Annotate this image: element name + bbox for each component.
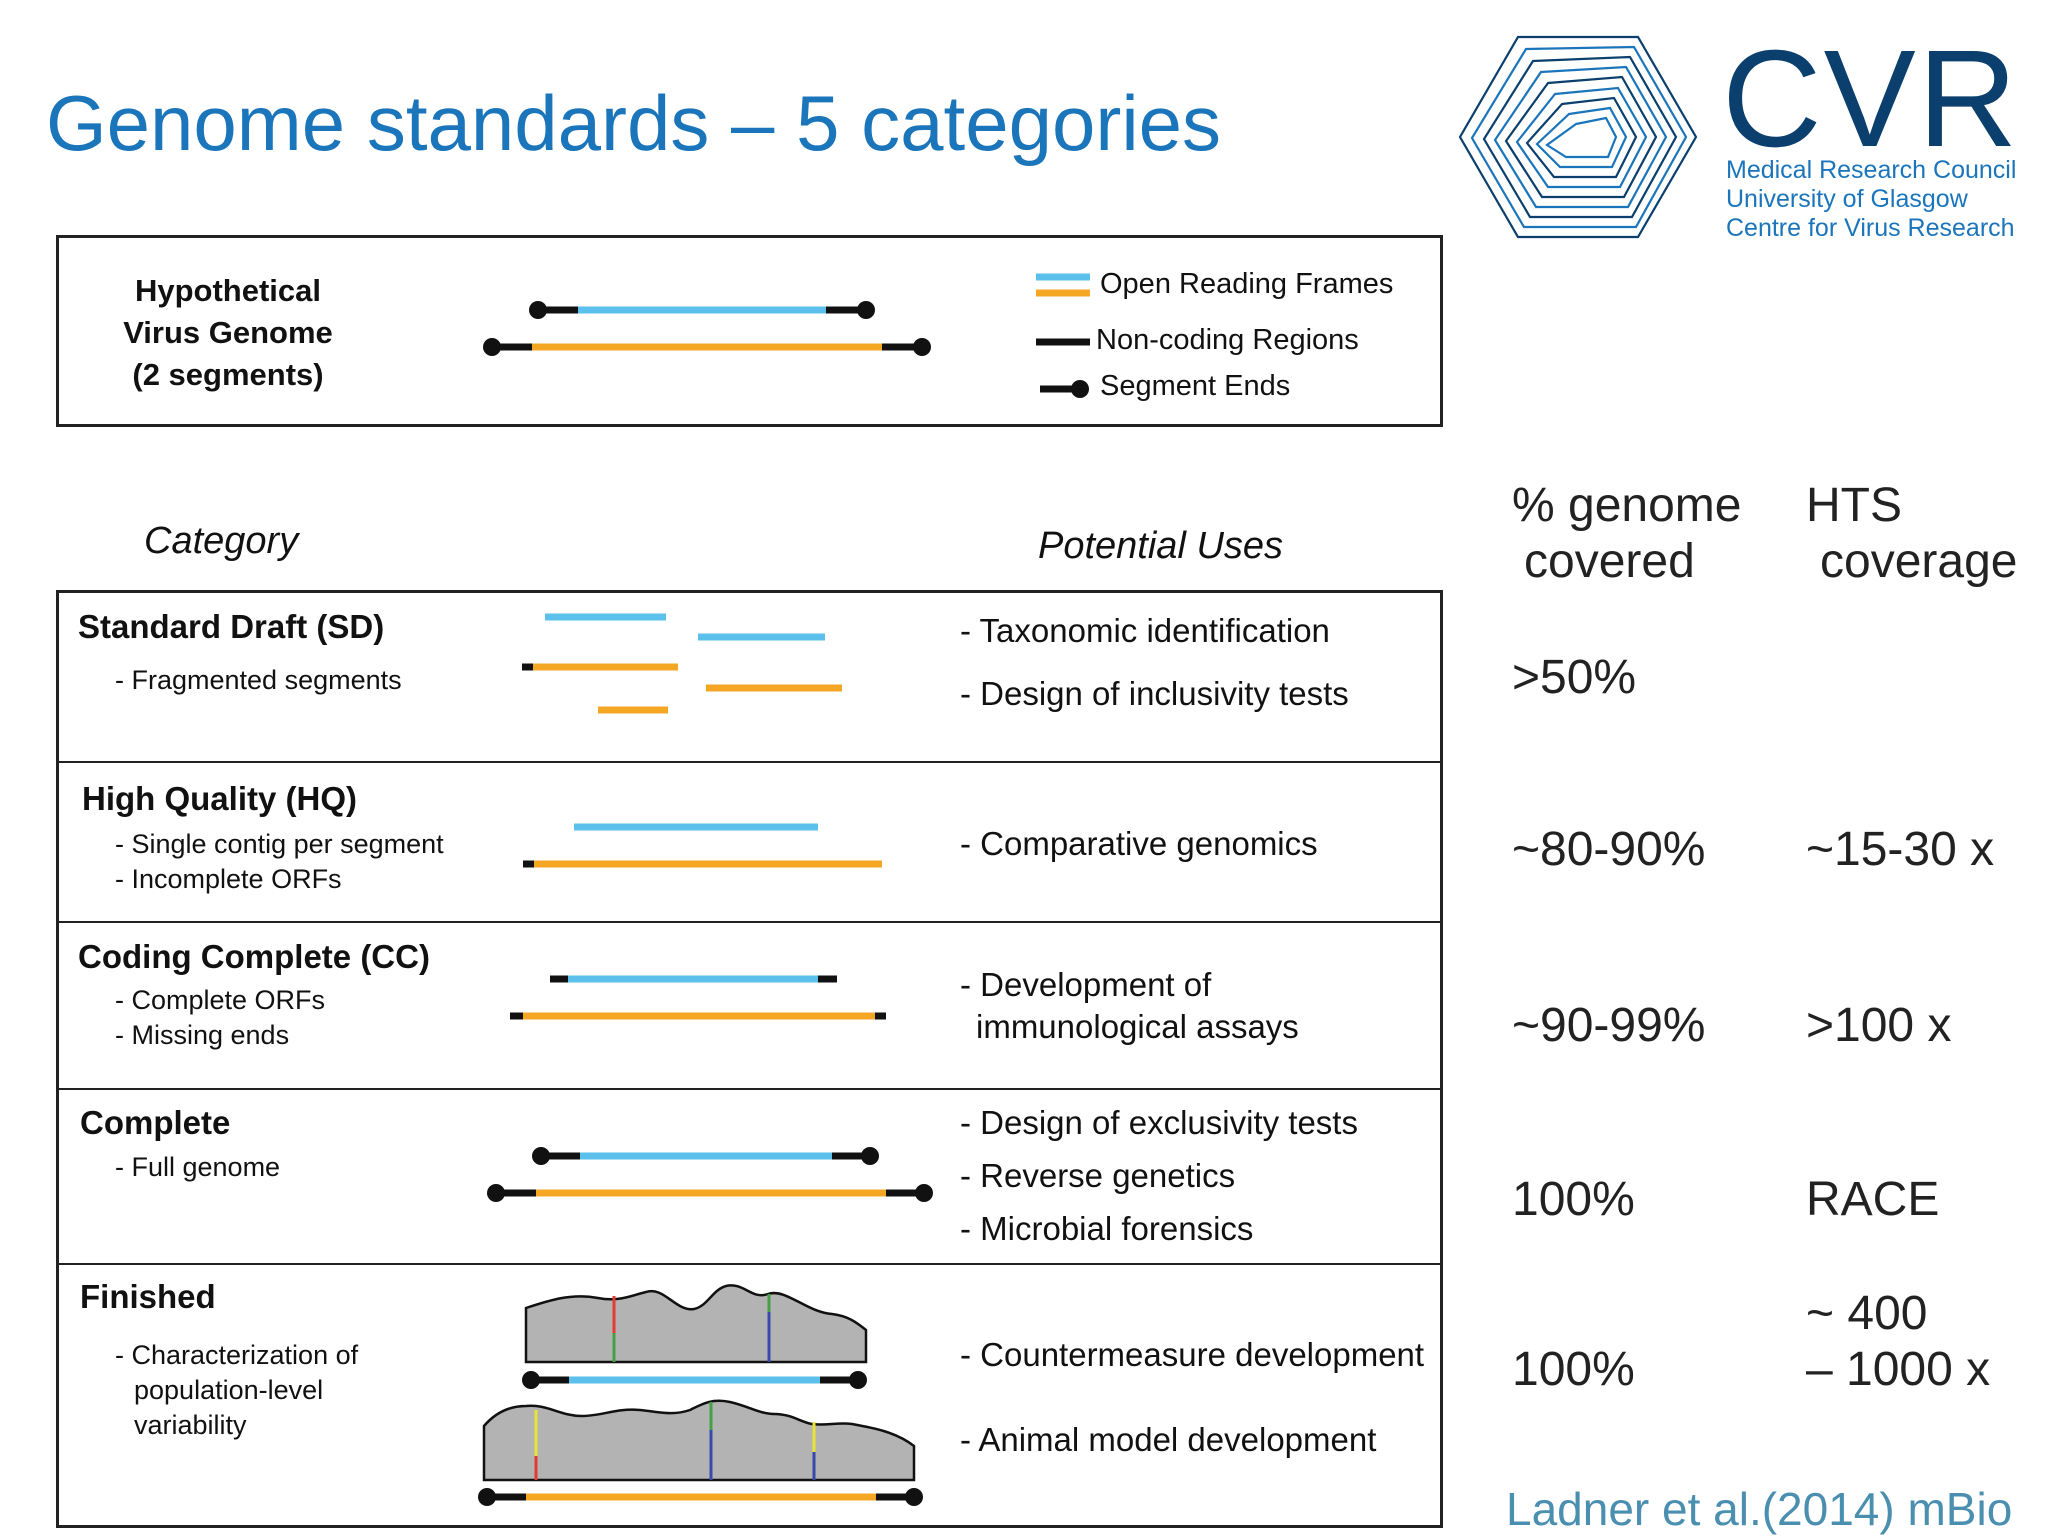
citation: Ladner et al.(2014) mBio — [1506, 1483, 2013, 1535]
category-name: High Quality (HQ) — [82, 780, 357, 817]
hts-coverage-value: RACE — [1806, 1173, 1940, 1226]
pct-covered-value: >50% — [1512, 651, 1637, 704]
use-item: - Countermeasure development — [960, 1336, 1425, 1373]
page-title: Genome standards – 5 categories — [46, 79, 1222, 167]
category-sub: - Incomplete ORFs — [115, 864, 342, 894]
cvr-hexagon-logo-icon — [1458, 35, 1698, 239]
logo-subtitle: Medical Research Council University of G… — [1726, 156, 2016, 243]
logo-line: Centre for Virus Research — [1726, 214, 2015, 242]
finished-segment-2 — [478, 1488, 923, 1506]
hts-line: ~ 400 — [1806, 1287, 1928, 1340]
pct-covered-value: 100% — [1512, 1343, 1635, 1396]
hts-coverage-value: ~15-30 x — [1806, 823, 1995, 876]
hts-line: – 1000 x — [1806, 1343, 1991, 1396]
potential-uses-header: Potential Uses — [1038, 525, 1284, 567]
category-name: Complete — [80, 1104, 231, 1141]
pct-covered-value: ~90-99% — [1512, 999, 1706, 1052]
use-item: - Animal model development — [960, 1421, 1377, 1458]
use-item: - Comparative genomics — [960, 825, 1318, 862]
complete-segment-2 — [487, 1184, 933, 1202]
logo-line: University of Glasgow — [1726, 185, 1968, 213]
legend-orf-label: Open Reading Frames — [1100, 268, 1394, 300]
cvr-wordmark: CVR — [1722, 22, 2020, 176]
coverage-profile-1 — [524, 1284, 868, 1364]
use-item: immunological assays — [976, 1008, 1299, 1045]
pct-covered-value: 100% — [1512, 1173, 1635, 1226]
category-sub: - Single contig per segment — [115, 829, 444, 859]
category-sub: - Missing ends — [115, 1020, 290, 1050]
pct-header-line: % genome — [1512, 479, 1742, 532]
hypothetical-genome-box — [56, 235, 1443, 427]
hts-coverage-header: HTS coverage — [1806, 478, 2017, 590]
hypothetical-segment-2 — [483, 338, 931, 356]
hts-header-line: coverage — [1820, 535, 2018, 588]
hypothetical-label-line: Virus Genome — [123, 315, 333, 350]
legend-noncoding-label: Non-coding Regions — [1096, 324, 1359, 356]
category-name: Finished — [80, 1278, 216, 1315]
hts-coverage-value: ~ 400 – 1000 x — [1806, 1286, 1990, 1398]
category-sub: - Characterization of — [115, 1340, 359, 1370]
category-sub: - Complete ORFs — [115, 985, 326, 1015]
category-sub: - Fragmented segments — [115, 665, 402, 695]
hypothetical-label: Hypothetical Virus Genome (2 segments) — [118, 270, 338, 396]
finished-segment-1 — [522, 1371, 867, 1389]
use-item: - Reverse genetics — [960, 1157, 1236, 1194]
logo-line: Medical Research Council — [1726, 156, 2017, 184]
complete-segment-1 — [532, 1147, 879, 1165]
category-sub: population-level — [134, 1375, 324, 1405]
category-name: Coding Complete (CC) — [78, 938, 430, 975]
hypothetical-label-line: Hypothetical — [134, 273, 322, 308]
hypothetical-segment-1 — [529, 301, 875, 319]
use-item: - Design of exclusivity tests — [960, 1104, 1358, 1141]
use-item: - Taxonomic identification — [960, 612, 1330, 649]
coverage-profile-2 — [482, 1399, 916, 1482]
use-item: - Microbial forensics — [960, 1210, 1254, 1247]
use-item: - Design of inclusivity tests — [960, 675, 1349, 712]
category-sub: variability — [134, 1410, 247, 1440]
category-name: Standard Draft (SD) — [78, 608, 385, 645]
pct-header-line: covered — [1524, 535, 1695, 588]
hts-coverage-value: >100 x — [1806, 999, 1952, 1052]
legend-ends-symbol — [1040, 380, 1089, 398]
legend-ends-label: Segment Ends — [1100, 370, 1291, 402]
categories-table — [56, 590, 1443, 1528]
pct-genome-header: % genome covered — [1512, 478, 1741, 590]
pct-covered-value: ~80-90% — [1512, 823, 1706, 876]
use-item: - Development of — [960, 966, 1212, 1003]
category-header: Category — [144, 520, 299, 562]
category-sub: - Full genome — [115, 1152, 281, 1182]
hypothetical-label-line: (2 segments) — [132, 357, 324, 392]
hts-header-line: HTS — [1806, 479, 1902, 532]
